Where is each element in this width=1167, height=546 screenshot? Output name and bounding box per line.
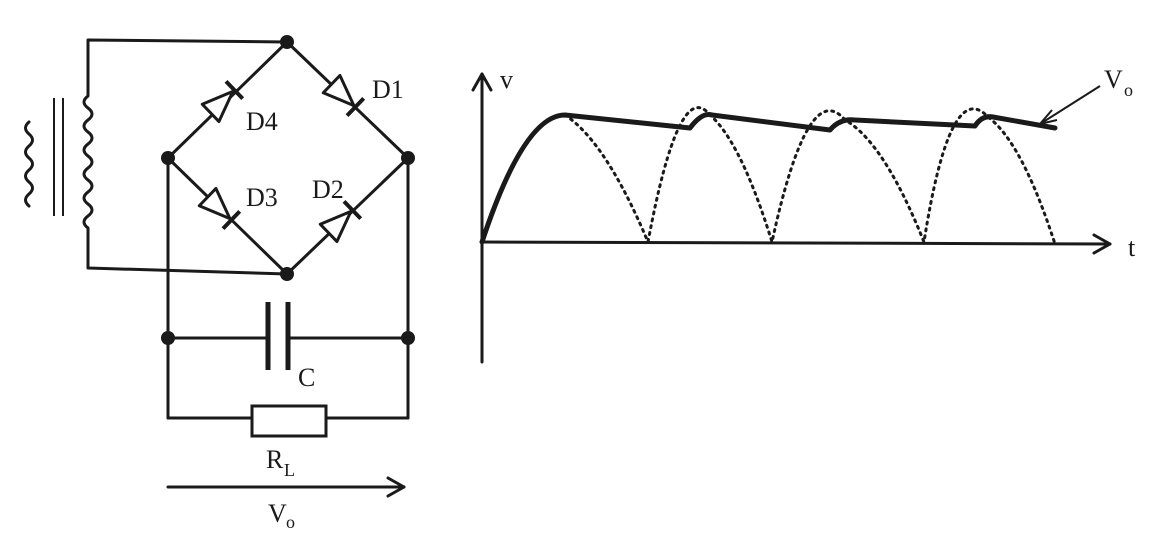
node-top [280,35,294,49]
label-d2: D2 [312,175,344,204]
circuit-wires [86,38,410,420]
callout-label-main: V [1104,65,1123,94]
label-resistor-main: R [266,445,284,474]
label-capacitor: C [298,363,315,392]
output-callout: V o [1037,65,1133,126]
secondary-winding [82,82,94,240]
label-d1: D1 [372,75,404,104]
label-output-main: V [268,499,287,528]
wire-bottom [86,236,289,276]
junction-nodes [161,35,415,345]
node-right [401,151,415,165]
y-axis-label: v [500,65,513,94]
y-axis-arrowhead [471,72,493,92]
x-axis [480,240,1112,246]
rectified-sine-curve [563,106,1057,248]
diode-d1 [321,73,366,118]
x-axis-label: t [1128,233,1136,262]
node-cap-left [161,331,175,345]
node-bottom [280,267,294,281]
x-axis-arrowhead [1092,233,1112,255]
filtered-output-curve [479,112,1058,245]
diode-d2 [318,199,363,244]
load-resistor [250,404,328,438]
diode-d4 [200,79,245,124]
node-cap-right [401,331,415,345]
wire-top [86,38,289,86]
capacitor [265,302,291,370]
label-d3: D3 [246,183,278,212]
label-resistor-sub: L [284,460,295,480]
transformer [24,82,94,240]
output-voltage-arrow [166,476,406,498]
node-left [161,151,175,165]
label-output-voltage: V o [268,499,295,532]
callout-arrowhead [1037,109,1058,126]
callout-label-sub: o [1124,80,1133,100]
label-output-sub: o [286,512,295,532]
label-resistor: R L [266,445,295,480]
waveform-axes [471,72,1112,364]
callout-arrow-line [1039,85,1101,125]
label-d4: D4 [246,107,278,136]
primary-winding [24,120,34,208]
diode-d3 [197,186,242,231]
